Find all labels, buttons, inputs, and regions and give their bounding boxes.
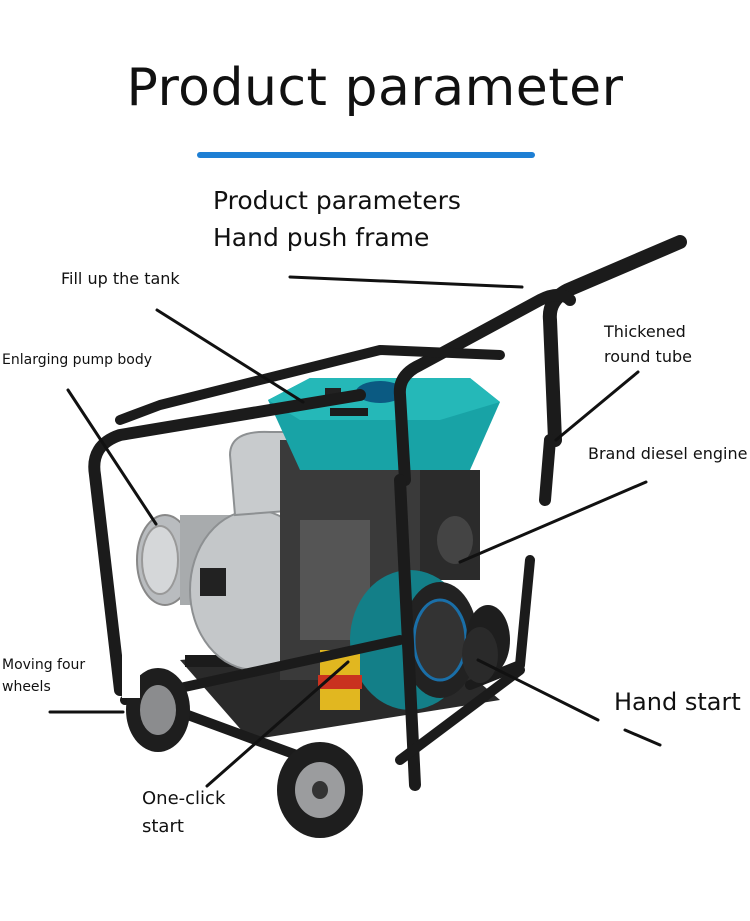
callout-diesel-engine: Brand diesel engine (588, 444, 748, 463)
title-underline (197, 152, 535, 158)
wheel-back-left (126, 668, 190, 752)
subheading-product-parameters: Product parameters (213, 186, 461, 215)
callout-wheels-2: wheels (2, 679, 51, 695)
line-pump-body (66, 388, 158, 526)
wheel-front-right (462, 627, 498, 683)
callout-hand-start: Hand start (614, 688, 741, 716)
callout-one-click-2: start (142, 816, 184, 837)
callout-lines (48, 275, 662, 788)
callout-thickened-2: round tube (604, 347, 692, 366)
subheading-hand-push-frame: Hand push frame (213, 223, 430, 252)
push-frame (88, 235, 687, 791)
label-backdrop (122, 652, 140, 698)
line-thickened-tube (554, 370, 640, 442)
page-title: Product parameter (126, 58, 624, 118)
callout-fill-tank: Fill up the tank (61, 269, 180, 288)
callout-wheels-1: Moving four (2, 657, 86, 673)
line-hand-start-tail (623, 728, 662, 747)
diesel-engine (280, 440, 480, 710)
callout-pump-body: Enlarging pump body (2, 352, 153, 368)
line-fill-tank (155, 308, 305, 404)
line-diesel-engine (458, 480, 648, 564)
fuel-tank (268, 378, 500, 470)
line-hand-start (476, 658, 600, 722)
wheel-front-left (277, 742, 363, 838)
callout-one-click-1: One-click (142, 788, 226, 809)
line-one-click (205, 660, 350, 788)
line-hand-push-frame (288, 275, 524, 289)
callout-thickened-1: Thickened (604, 322, 686, 341)
